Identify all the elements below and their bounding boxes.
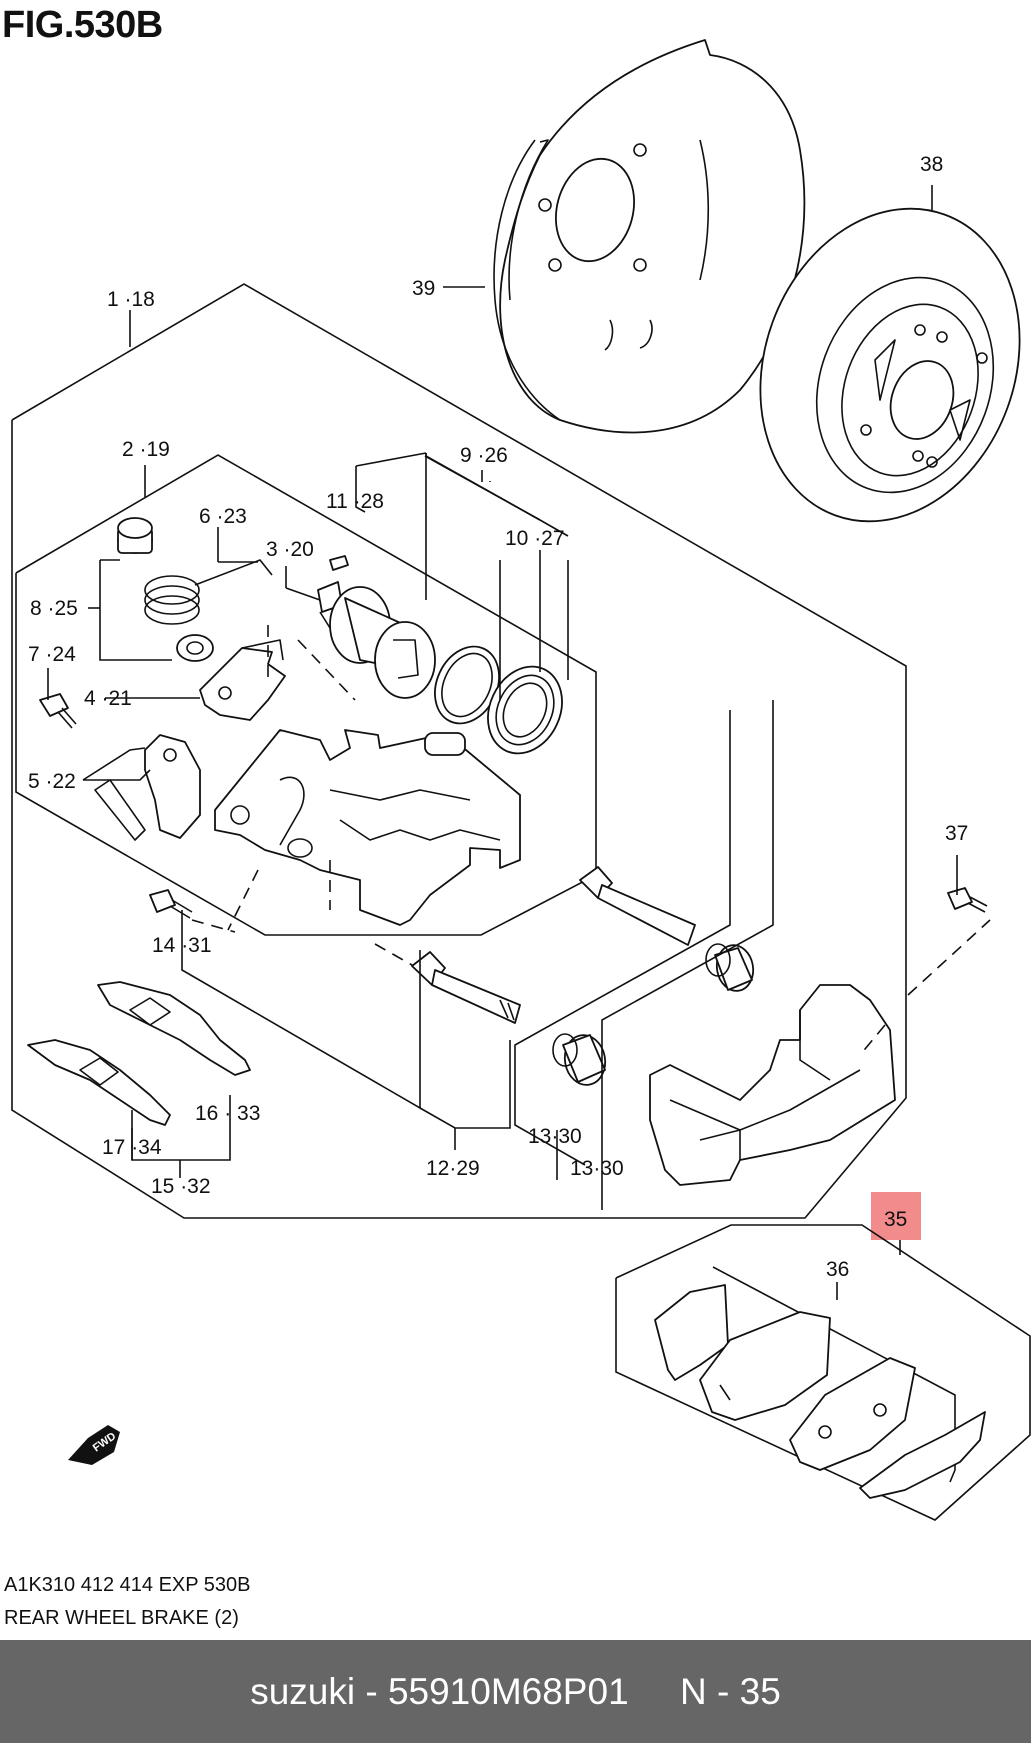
caliper-body [214, 729, 521, 926]
caliper-support-bracket [649, 984, 896, 1186]
callout-17-34: 17 ·34 [102, 1136, 162, 1159]
highlight-part-35 [871, 1192, 921, 1240]
backing-plate-39 [493, 39, 806, 434]
brake-pad-36-left [699, 1311, 831, 1421]
callout-2-19: 2 ·19 [122, 438, 170, 461]
callout-16-33: 16 · 33 [195, 1102, 260, 1125]
bolt-7-24 [39, 693, 77, 729]
bolt-37 [947, 887, 988, 913]
callout-38: 38 [920, 153, 943, 176]
bracket-4-21 [199, 639, 286, 721]
callout-12-29: 12·29 [426, 1157, 480, 1180]
group-outline-35 [615, 1224, 1031, 1521]
callout-3-20: 3 ·20 [266, 538, 314, 561]
diagram-name: REAR WHEEL BRAKE (2) [4, 1607, 239, 1629]
spring-cap-8-25 [117, 517, 153, 554]
callout-6-23: 6 ·23 [199, 505, 247, 528]
group-outline-2-19 [15, 454, 597, 936]
diagram-code: A1K310 412 414 EXP 530B [4, 1574, 251, 1596]
guide-pin-upper [579, 866, 696, 946]
callout-1-18: 1 ·18 [107, 288, 155, 311]
callout-5-22: 5 ·22 [28, 770, 76, 793]
callout-13-30-a: 13·30 [528, 1125, 582, 1148]
callout-37: 37 [945, 822, 968, 845]
callout-14-31: 14 ·31 [152, 934, 212, 957]
dashed-guide-lines [191, 625, 991, 1056]
callout-35: 35 [884, 1208, 907, 1231]
leader-lines [47, 185, 958, 1300]
piston-11-28 [329, 586, 436, 699]
anti-rattle-clip-17-34 [27, 1039, 171, 1126]
callout-8-25: 8 ·25 [30, 597, 78, 620]
callout-4-21: 4 ·21 [84, 687, 132, 710]
callout-10-27: 10 ·27 [505, 527, 565, 550]
part-number-text: suzuki - 55910M68P01 N - 35 [250, 1670, 781, 1712]
anti-rattle-clip-16-33 [97, 981, 251, 1076]
callout-39: 39 [412, 277, 435, 300]
figure-title: FIG.530B [2, 4, 163, 46]
guide-pin-12-29 [411, 951, 521, 1024]
brake-disc-38 [759, 207, 1021, 523]
callout-11-28: 11 ·28 [326, 490, 384, 513]
spring-6-23 [144, 559, 273, 625]
bolt-14-31 [149, 889, 193, 919]
part-number-bar: suzuki - 55910M68P01 N - 35 [0, 1640, 1031, 1743]
seal-ring-10-27 [434, 645, 500, 725]
brake-pad-right [789, 1357, 916, 1471]
callout-9-26: 9 ·26 [460, 444, 508, 467]
lever-5-22 [94, 734, 201, 841]
boot-13-30-upper [705, 943, 755, 992]
exploded-parts-diagram: FWD [11, 39, 1031, 1521]
pad-shim-right [859, 1411, 986, 1499]
fwd-arrow-icon: FWD [68, 1425, 120, 1465]
group-outline-1-18 [11, 283, 907, 1219]
callout-15-32: 15 ·32 [151, 1175, 211, 1198]
boot-13-30-lower [552, 1033, 607, 1086]
callout-36: 36 [826, 1258, 849, 1281]
callout-13-30-b: 13·30 [570, 1157, 624, 1180]
washer-8-25 [176, 634, 214, 662]
callout-7-24: 7 ·24 [28, 643, 76, 666]
pad-shim-left [654, 1284, 729, 1381]
